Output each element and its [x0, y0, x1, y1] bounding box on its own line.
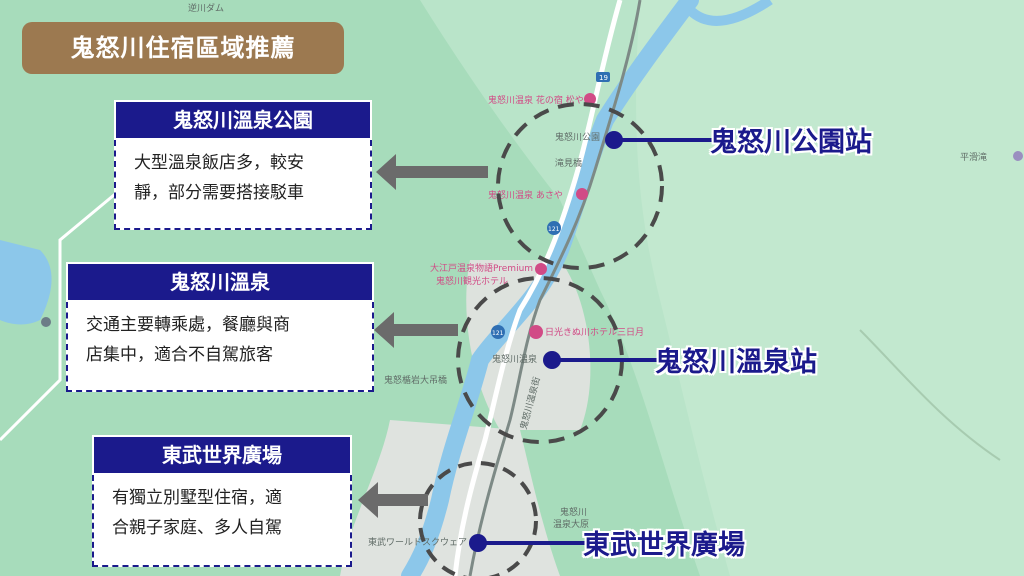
hotel-pin-icon: [576, 188, 588, 200]
svg-text:121: 121: [548, 226, 560, 233]
station-dot-icon: [469, 534, 487, 552]
road-route-121: [452, 0, 623, 576]
dashed-circle-icon: [418, 461, 538, 576]
route-121-badge-2: [491, 325, 505, 339]
station-label-kinugawa-koen: 鬼怒川公園站: [710, 127, 872, 158]
svg-text:日光きぬ川ホテル三日月: 日光きぬ川ホテル三日月: [545, 326, 644, 338]
river-path: [401, 0, 699, 576]
area-card-description: 交通主要轉乘處，餐廳與商 店集中，適合不自駕旅客: [66, 302, 374, 392]
area-card-title: 鬼怒川溫泉公園: [114, 100, 372, 140]
area-card-line: 店集中，適合不自駕旅客: [86, 345, 273, 365]
svg-text:東武ワールドスクウェア: 東武ワールドスクウェア: [368, 536, 467, 548]
svg-text:鬼怒楯岩大吊橋: 鬼怒楯岩大吊橋: [384, 374, 447, 386]
hotel-pin-icon: [584, 93, 596, 105]
svg-text:鬼怒川温泉: 鬼怒川温泉: [492, 353, 537, 365]
area-card-line: 靜，部分需要搭接駁車: [134, 183, 304, 203]
reservoir-shape: [0, 240, 52, 325]
svg-text:平滑滝: 平滑滝: [960, 152, 987, 163]
svg-text:逆川ダム: 逆川ダム: [188, 2, 224, 14]
area-card-kinugawa-park: 鬼怒川溫泉公園 大型溫泉飯店多，較安 靜，部分需要搭接駁車: [114, 100, 372, 230]
svg-text:大江戸温泉物語Premium: 大江戸温泉物語Premium: [430, 262, 533, 274]
area-card-description: 有獨立別墅型住宿，適 合親子家庭、多人自駕: [92, 475, 352, 567]
route-19-shield: [596, 72, 610, 82]
page-title: 鬼怒川住宿區域推薦: [22, 22, 344, 74]
area-card-kinugawa-onsen: 鬼怒川溫泉 交通主要轉乘處，餐廳與商 店集中，適合不自駕旅客: [66, 262, 374, 392]
station-label-kinugawa-onsen: 鬼怒川溫泉站: [655, 347, 817, 378]
svg-text:121: 121: [492, 330, 504, 337]
place-pin-icon: [1013, 151, 1023, 161]
area-card-line: 合親子家庭、多人自駕: [112, 518, 282, 538]
svg-text:鬼怒川公園: 鬼怒川公園: [555, 131, 600, 143]
area-card-line: 大型溫泉飯店多，較安: [134, 153, 304, 173]
area-card-title: 鬼怒川溫泉: [66, 262, 374, 302]
arrow-left-icon: [376, 154, 488, 190]
area-card-tobu-world-square: 東武世界廣場 有獨立別墅型住宿，適 合親子家庭、多人自駕: [92, 435, 352, 567]
arrow-left-icon: [374, 312, 458, 348]
station-dot-icon: [543, 351, 561, 369]
svg-text:滝見橋: 滝見橋: [555, 157, 582, 169]
hotel-pin-icon: [529, 325, 543, 339]
dashed-circle-icon: [496, 102, 664, 270]
station-label-tobu-world-square: 東武世界廣場: [583, 530, 745, 561]
svg-text:鬼怒川観光ホテル: 鬼怒川観光ホテル: [436, 275, 508, 287]
area-card-description: 大型溫泉飯店多，較安 靜，部分需要搭接駁車: [114, 140, 372, 230]
svg-text:鬼怒川: 鬼怒川: [560, 506, 587, 518]
svg-text:温泉大原: 温泉大原: [553, 518, 589, 530]
svg-text:19: 19: [599, 74, 608, 82]
station-dot-icon: [605, 131, 623, 149]
svg-text:鬼怒川温泉 あさや: 鬼怒川温泉 あさや: [488, 189, 563, 201]
arrow-left-icon: [358, 482, 428, 518]
svg-text:鬼怒川温泉 花の宿 松や: 鬼怒川温泉 花の宿 松や: [488, 94, 584, 106]
area-card-line: 交通主要轉乘處，餐廳與商: [86, 315, 290, 335]
area-card-line: 有獨立別墅型住宿，適: [112, 488, 282, 508]
place-pin-icon: [41, 317, 51, 327]
area-card-title: 東武世界廣場: [92, 435, 352, 475]
route-121-badge-1: [547, 221, 561, 235]
hotel-pin-icon: [535, 263, 547, 275]
